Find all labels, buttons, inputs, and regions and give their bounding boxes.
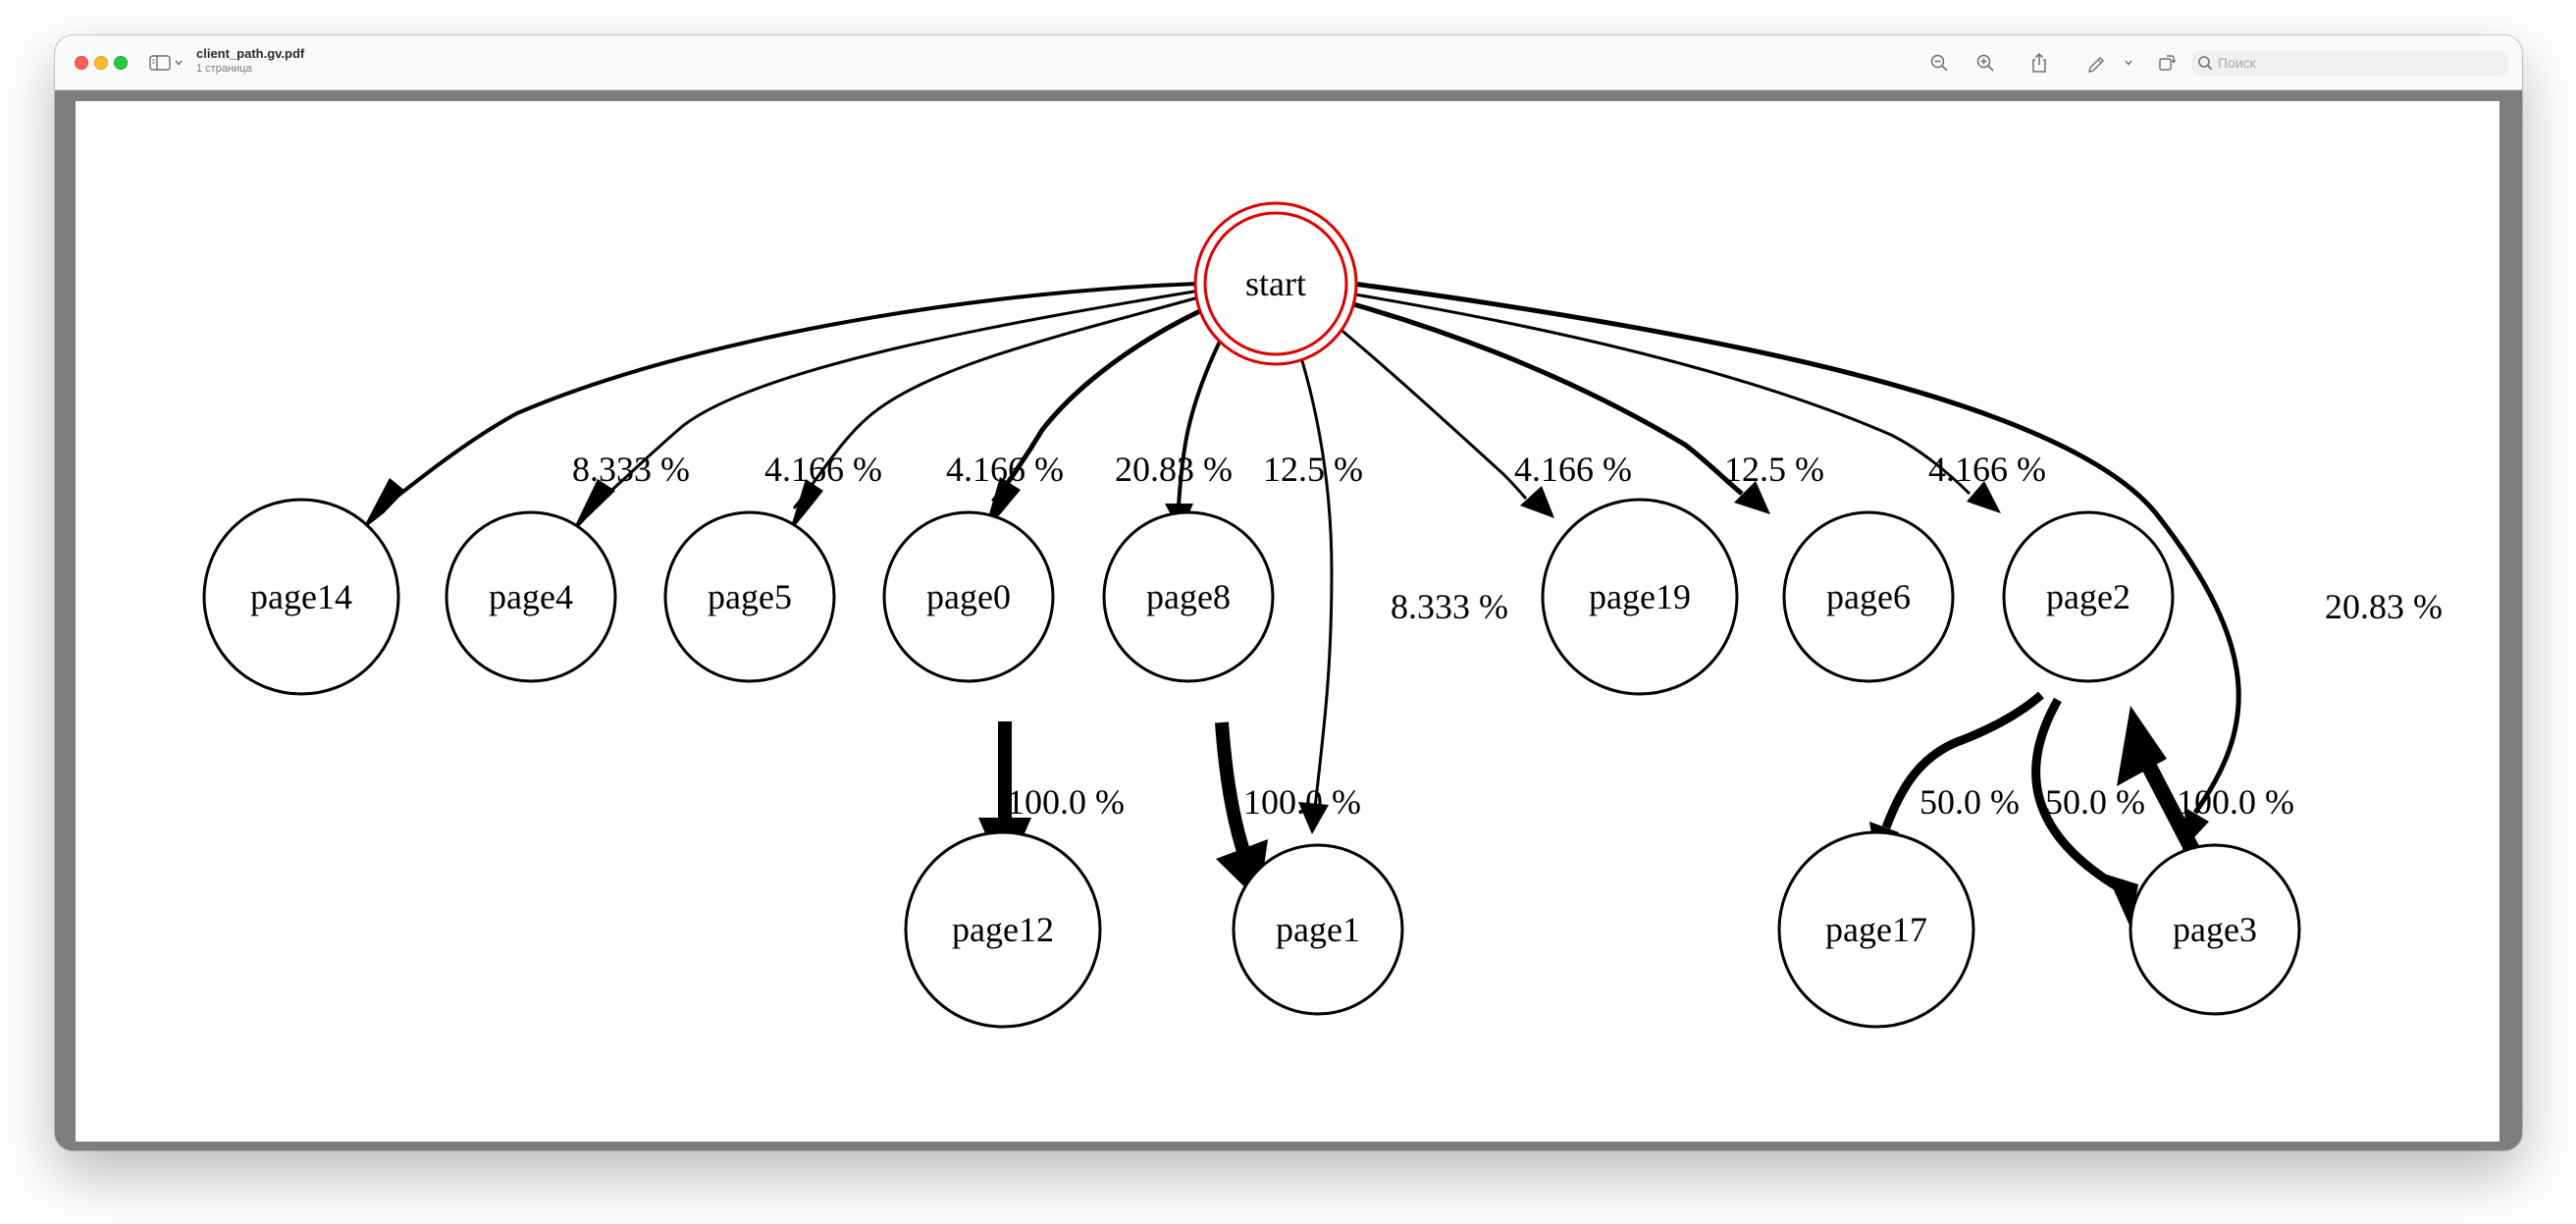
node-label: page1 bbox=[1276, 910, 1360, 949]
node-page14: page14 bbox=[202, 498, 400, 696]
edge-label-page8-page1: 100.0 % bbox=[1243, 782, 1361, 822]
node-start: start bbox=[1193, 201, 1358, 366]
node-page1: page1 bbox=[1232, 843, 1404, 1016]
zoom-in-icon bbox=[1976, 54, 1994, 72]
edge-start-page5-arrowhead bbox=[789, 479, 823, 533]
node-page17: page17 bbox=[1777, 830, 1975, 1029]
preview-window: client_path.gv.pdf 1 страница bbox=[55, 35, 2522, 1150]
edge-page3-page2-arrowhead bbox=[2117, 706, 2167, 786]
document-title: client_path.gv.pdf bbox=[196, 46, 305, 61]
edge-label-start-page5: 4.166 % bbox=[946, 450, 1064, 489]
edge-label-start-page8: 12.5 % bbox=[1263, 450, 1363, 489]
state-graph: start page14 page4 page5 page0 page8 bbox=[202, 201, 2443, 1029]
close-window-button[interactable] bbox=[75, 56, 88, 70]
edge-label-start-page19: 4.166 % bbox=[1514, 450, 1632, 489]
sidebar-toggle-button[interactable] bbox=[149, 51, 188, 75]
edge-label-page2-page3: 50.0 % bbox=[2045, 782, 2145, 822]
edge-page2-page3 bbox=[2031, 697, 2120, 890]
sidebar-icon bbox=[149, 55, 171, 71]
edge-start-page14 bbox=[371, 282, 1199, 517]
markup-button[interactable] bbox=[2083, 49, 2111, 77]
edge-start-page3 bbox=[1352, 281, 2241, 815]
node-label: page2 bbox=[2046, 577, 2130, 616]
node-label: page6 bbox=[1826, 577, 1911, 616]
zoom-out-button[interactable] bbox=[1925, 49, 1953, 77]
edge-start-page2 bbox=[1348, 292, 1971, 496]
node-page19: page19 bbox=[1541, 498, 1739, 696]
zoom-out-icon bbox=[1930, 54, 1948, 72]
node-label: page12 bbox=[952, 910, 1054, 949]
edge-label-page3-page2: 100.0 % bbox=[2177, 782, 2294, 822]
edge-label-start-page6: 12.5 % bbox=[1724, 450, 1824, 489]
edge-start-page19 bbox=[1331, 320, 1528, 500]
node-label: page5 bbox=[708, 577, 792, 616]
edge-page2-page17 bbox=[1881, 691, 2044, 829]
node-label: page14 bbox=[250, 577, 352, 616]
node-page2: page2 bbox=[2002, 510, 2175, 683]
edge-start-page1 bbox=[1294, 341, 1334, 809]
chevron-down-icon bbox=[2125, 60, 2132, 66]
edge-label-start-page1: 8.333 % bbox=[1391, 587, 1508, 626]
node-page8: page8 bbox=[1102, 510, 1275, 683]
edge-start-page6-arrowhead bbox=[1734, 481, 1770, 514]
edge-start-page5 bbox=[792, 294, 1203, 509]
zoom-in-button[interactable] bbox=[1971, 49, 1999, 77]
markup-pen-icon bbox=[2088, 57, 2104, 73]
node-label: page3 bbox=[2173, 910, 2257, 949]
zoom-window-button[interactable] bbox=[114, 56, 128, 70]
title-bar: client_path.gv.pdf 1 страница bbox=[55, 35, 2522, 90]
share-icon bbox=[2032, 52, 2046, 73]
edge-start-page0 bbox=[991, 306, 1206, 504]
edge-start-page2-arrowhead bbox=[1967, 481, 2001, 513]
node-page12: page12 bbox=[904, 830, 1102, 1029]
edge-label-page0-page12: 100.0 % bbox=[1007, 782, 1125, 822]
edge-start-page1-arrowhead bbox=[1298, 802, 1329, 834]
document-title-block: client_path.gv.pdf 1 страница bbox=[196, 47, 304, 75]
markup-menu-button[interactable] bbox=[2120, 49, 2137, 77]
rotate-button[interactable] bbox=[2153, 49, 2181, 77]
rotate-icon bbox=[2159, 55, 2177, 71]
edge-start-page6 bbox=[1345, 299, 1744, 496]
document-page-count: 1 страница bbox=[196, 63, 252, 75]
edge-page8-page1 bbox=[1215, 721, 1252, 860]
edge-label-start-page3: 20.83 % bbox=[2325, 587, 2443, 626]
edge-start-page19-arrowhead bbox=[1520, 486, 1554, 518]
edge-start-page4 bbox=[585, 289, 1201, 515]
node-label: page0 bbox=[926, 577, 1011, 616]
node-page6: page6 bbox=[1782, 510, 1955, 683]
node-page0: page0 bbox=[882, 510, 1055, 683]
node-label: start bbox=[1245, 264, 1306, 303]
node-label: page19 bbox=[1589, 577, 1691, 616]
chevron-down-icon bbox=[175, 60, 183, 66]
search-input[interactable] bbox=[2218, 52, 2493, 74]
edge-start-page4-arrowhead bbox=[570, 479, 615, 536]
node-page4: page4 bbox=[445, 510, 617, 683]
edge-label-start-page14: 8.333 % bbox=[572, 450, 690, 489]
pdf-page: start page14 page4 page5 page0 page8 bbox=[76, 101, 2499, 1142]
edge-label-start-page2: 4.166 % bbox=[1928, 450, 2046, 489]
search-field[interactable] bbox=[2192, 50, 2508, 76]
node-label: page4 bbox=[489, 577, 573, 616]
node-page3: page3 bbox=[2129, 843, 2301, 1016]
node-label: page8 bbox=[1146, 577, 1231, 616]
minimize-window-button[interactable] bbox=[94, 56, 108, 70]
edge-label-start-page4: 4.166 % bbox=[764, 450, 882, 489]
node-page5: page5 bbox=[663, 510, 836, 683]
edge-start-page8 bbox=[1177, 329, 1228, 506]
edge-label-page2-page17: 50.0 % bbox=[1919, 782, 2020, 822]
share-button[interactable] bbox=[2025, 49, 2053, 77]
search-icon bbox=[2198, 56, 2213, 71]
edge-start-page14-arrowhead bbox=[362, 478, 405, 530]
node-label: page17 bbox=[1825, 910, 1927, 949]
edge-label-start-page0: 20.83 % bbox=[1115, 450, 1233, 489]
